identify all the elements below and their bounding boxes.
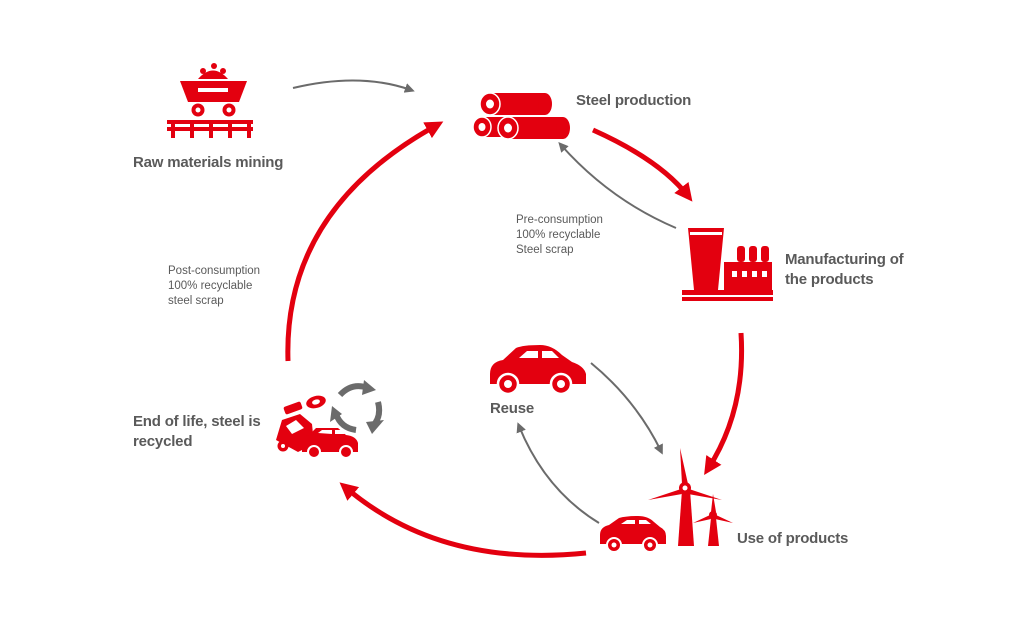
note-post-consumption-line2: 100% recyclable: [168, 280, 252, 292]
note-post-consumption-line3: steel scrap: [168, 295, 224, 307]
steel-pipes-icon: [472, 92, 570, 140]
factory-icon: [682, 228, 773, 301]
arrow-manufacturing-to-steel: [558, 142, 677, 229]
note-pre-consumption-line1: Pre-consumption: [516, 214, 603, 226]
label-manufacturing-line2: the products: [785, 271, 873, 288]
label-steel-production: Steel production: [576, 92, 691, 109]
label-manufacturing-line1: Manufacturing of: [785, 251, 905, 268]
cycle-arrows: [285, 79, 745, 558]
note-pre-consumption-line3: Steel scrap: [516, 244, 574, 256]
label-use-of-products: Use of products: [737, 530, 848, 547]
arrow-end-of-life-to-steel: [285, 121, 444, 362]
car-icon: [490, 345, 586, 396]
label-end-of-life-line1: End of life, steel is: [133, 413, 261, 430]
scrap-recycling-icon: [276, 380, 384, 459]
arrow-steel-to-manufacturing: [591, 127, 693, 202]
label-raw-materials-mining: Raw materials mining: [133, 154, 283, 171]
label-end-of-life-line2: recycled: [133, 433, 192, 450]
arrow-manufacturing-to-use: [704, 332, 745, 476]
label-reuse: Reuse: [490, 400, 534, 417]
arrow-use-to-reuse: [516, 422, 600, 524]
note-post-consumption-line1: Post-consumption: [168, 265, 260, 277]
arrow-use-to-end-of-life: [339, 482, 587, 558]
arrow-reuse-to-use: [590, 362, 663, 455]
note-pre-consumption-line2: 100% recyclable: [516, 229, 600, 241]
wind-turbine-and-car-icon: [600, 448, 733, 553]
mining-cart-icon: [167, 63, 253, 138]
arrow-mining-to-steel: [292, 79, 415, 93]
